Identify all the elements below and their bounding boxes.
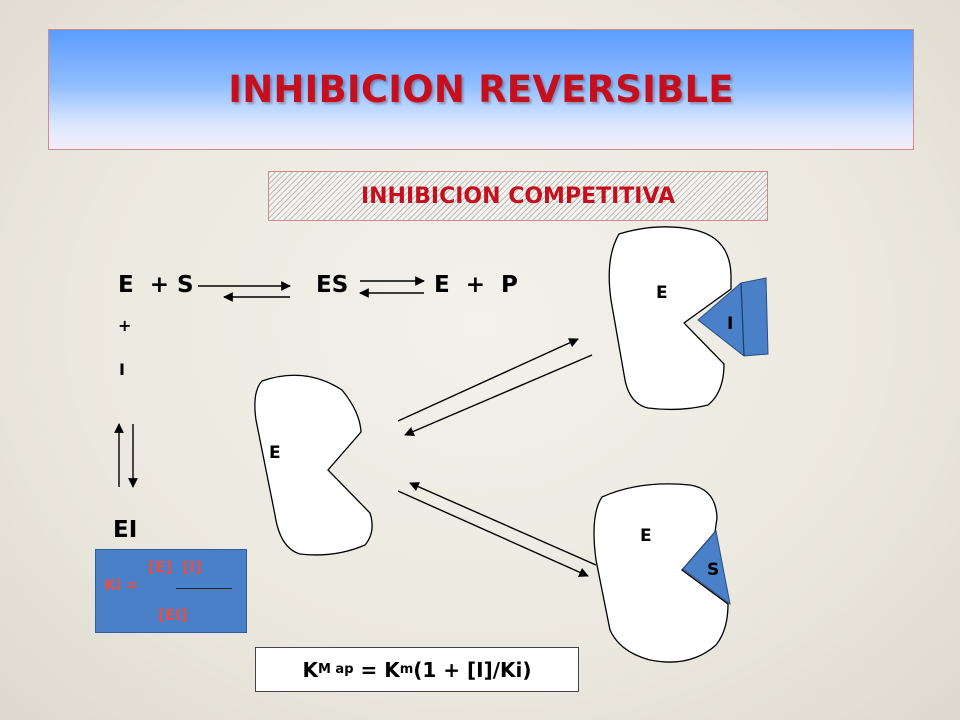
inhibited-enzyme-label: E — [656, 283, 668, 303]
inhibitor-label: I — [119, 360, 125, 379]
from-inhibitor-arrow — [404, 354, 593, 437]
substrate-enzyme-shape — [593, 483, 729, 663]
to-inhibitor-arrow — [397, 338, 579, 422]
from-substrate-arrow — [409, 482, 597, 566]
inhibitor-shape-label: I — [727, 314, 733, 334]
inhibitor-edge — [740, 282, 745, 357]
ki-label: Ki = — [104, 576, 139, 594]
substrate-shape — [682, 529, 731, 606]
km-k: K — [302, 657, 318, 682]
km-m-subscript: m — [399, 662, 414, 677]
subtitle-banner: INHIBICION COMPETITIVA — [268, 171, 768, 221]
ki-fraction-line — [176, 588, 232, 589]
inhibited-enzyme-shape — [608, 226, 732, 411]
plus-sign: + — [118, 316, 132, 335]
complex-label: ES — [316, 272, 349, 298]
to-substrate-arrow — [397, 490, 589, 577]
free-enzyme-label: E — [269, 443, 281, 463]
substrate-enzyme-label: E — [640, 526, 652, 546]
products-label: E + P — [434, 272, 518, 298]
ki-denominator: [EI] — [158, 606, 188, 624]
slide-subtitle: INHIBICION COMPETITIVA — [360, 183, 676, 209]
free-enzyme-shape — [254, 374, 373, 556]
title-banner: INHIBICION REVERSIBLE — [48, 29, 914, 150]
ei-complex-label: EI — [113, 517, 138, 543]
ki-formula-box: Ki = [E] [I] [EI] — [95, 549, 247, 633]
km-eq2: (1 + [I]/Ki) — [413, 657, 532, 682]
km-k-subscript: M ap — [317, 662, 354, 677]
substrate-shape-label: S — [707, 560, 719, 580]
ki-numerator: [E] [I] — [148, 558, 202, 576]
reactants-label: E + S — [118, 272, 194, 298]
slide-title: INHIBICION REVERSIBLE — [228, 68, 734, 111]
km-eq1: = K — [353, 657, 400, 682]
inhibitor-shape — [697, 277, 769, 357]
